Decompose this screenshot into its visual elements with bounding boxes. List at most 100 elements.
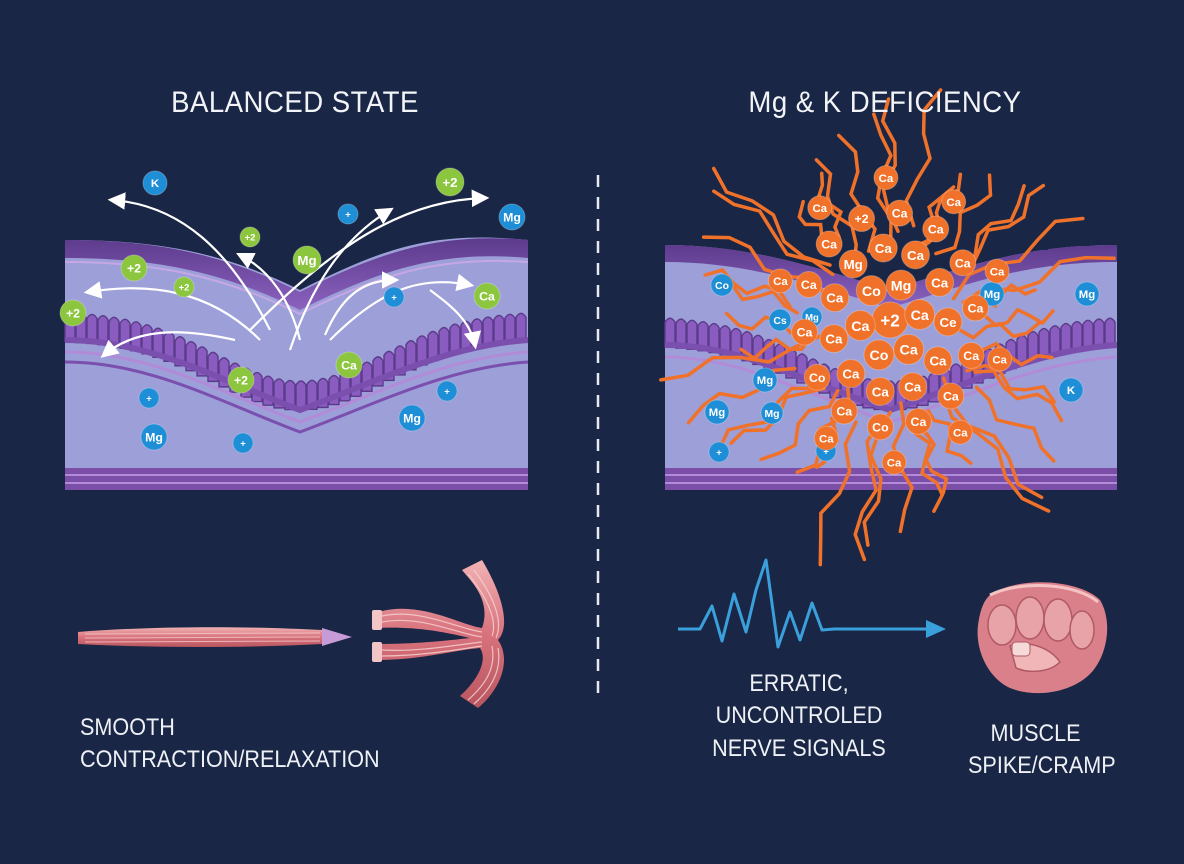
ion-badge: Mg (704, 399, 730, 425)
ion-badge: Ca (791, 318, 819, 346)
svg-text:Ca: Ca (479, 290, 495, 304)
ion-badge: Ca (813, 425, 839, 451)
tendril (974, 385, 1056, 463)
ion-badge: +2 (848, 205, 876, 233)
villus (130, 321, 142, 352)
villus (1071, 321, 1083, 352)
villus (1082, 319, 1094, 350)
svg-text:Ca: Ca (819, 433, 834, 445)
ion-badge: Ca (795, 271, 823, 299)
svg-text:Ca: Ca (341, 359, 357, 373)
svg-text:Ca: Ca (963, 349, 979, 363)
left-panel-title: BALANCED STATE (171, 86, 419, 119)
signal-caption-line-1: ERRATIC, UNCONTROLED (715, 670, 883, 730)
tendril (659, 334, 822, 382)
signal-caption-line-2: NERVE SIGNALS (712, 734, 886, 762)
svg-text:Mg: Mg (764, 409, 779, 420)
ion-badge: Ca (836, 359, 866, 389)
tendril (934, 173, 993, 256)
ion-badge: Mg (292, 245, 322, 275)
villus (482, 316, 494, 347)
ion-badge: Mg (1074, 281, 1100, 307)
left-caption-line-1: SMOOTH (80, 714, 175, 741)
tendril (973, 369, 1064, 423)
svg-text:Ca: Ca (875, 241, 893, 256)
ion-badge: Ca (886, 199, 914, 227)
ion-badge: + (138, 387, 160, 409)
svg-text:Ce: Ce (939, 315, 956, 330)
svg-text:Ca: Ca (929, 354, 947, 369)
ion-badge: Ca (961, 294, 989, 322)
svg-text:Ca: Ca (990, 266, 1005, 278)
ion-badge: Ca (473, 282, 501, 310)
svg-text:K: K (151, 178, 160, 190)
svg-text:Mg: Mg (709, 407, 725, 419)
villus (1049, 325, 1061, 356)
signal-caption: ERRATIC, UNCONTROLED NERVE SIGNALS (682, 668, 916, 765)
svg-text:Ca: Ca (911, 415, 927, 429)
ion-badge: Co (866, 413, 894, 441)
svg-text:Ca: Ca (821, 238, 837, 252)
villus (449, 323, 461, 354)
ion-badge: +2 (120, 254, 148, 282)
ion-badge: +2 (871, 301, 909, 339)
tendril (686, 366, 797, 425)
svg-text:Mg: Mg (891, 278, 912, 294)
svg-text:Ca: Ca (946, 197, 961, 209)
villus (1038, 327, 1050, 359)
svg-text:Ca: Ca (872, 384, 890, 399)
svg-text:Co: Co (869, 348, 888, 364)
ion-badge: Ca (904, 407, 932, 435)
svg-text:Ca: Ca (773, 276, 788, 288)
villus (1027, 331, 1039, 362)
svg-text:Ca: Ca (900, 343, 919, 359)
tendril (814, 158, 858, 269)
svg-text:Co: Co (715, 281, 729, 292)
svg-text:Ca: Ca (955, 256, 971, 270)
ion-badge: Ca (900, 240, 930, 270)
ion-badge: Co (863, 339, 895, 371)
svg-text:Co: Co (862, 284, 881, 300)
villus (664, 317, 676, 348)
ion-badge: Ca (898, 372, 928, 402)
svg-text:+: + (391, 293, 397, 304)
ion-badge: +2 (227, 366, 255, 394)
villus (471, 318, 483, 349)
erratic-nerve-signal (678, 558, 946, 649)
svg-text:Ca: Ca (842, 366, 860, 381)
villus (697, 321, 709, 352)
ion-badge: Ca (820, 283, 850, 313)
ion-badge: Ca (767, 268, 793, 294)
svg-text:+2: +2 (127, 262, 141, 276)
svg-text:+2: +2 (855, 212, 869, 226)
ion-badge: + (708, 441, 730, 463)
svg-text:Ca: Ca (812, 203, 827, 215)
svg-text:Mg: Mg (403, 412, 421, 426)
villus (719, 325, 731, 356)
svg-text:Ca: Ca (879, 173, 894, 185)
svg-text:Mg: Mg (1079, 289, 1095, 301)
ion-badge: +2 (59, 299, 87, 327)
ion-badge: Ca (922, 215, 950, 243)
ion-badge: Co (710, 273, 734, 297)
svg-text:Mg: Mg (297, 253, 316, 268)
ion-badge: +2 (173, 276, 195, 298)
villus (295, 380, 307, 411)
ion-badge: K (142, 170, 168, 196)
villus (416, 335, 428, 366)
svg-text:+: + (823, 447, 829, 458)
tendril (941, 388, 1051, 513)
outcome-caption-line-1: MUSCLE (990, 720, 1081, 747)
svg-text:+2: +2 (442, 175, 457, 190)
ion-badge: Ca (941, 189, 967, 215)
ion-badge: + (436, 380, 458, 402)
tendril (951, 216, 1085, 301)
svg-text:Ca: Ca (968, 301, 984, 315)
svg-text:Ca: Ca (892, 207, 908, 221)
svg-text:Mg: Mg (145, 431, 163, 445)
villus (686, 319, 698, 350)
svg-text:+: + (146, 394, 152, 405)
ion-badge: Mg (838, 249, 868, 279)
ion-badge: Co (855, 275, 887, 307)
